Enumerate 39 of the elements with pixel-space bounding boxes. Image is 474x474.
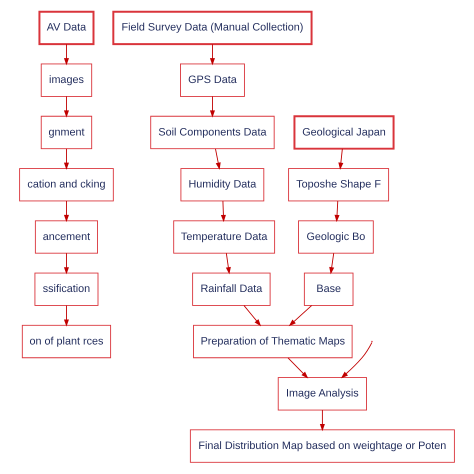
arrow — [244, 305, 262, 326]
arrow — [329, 252, 334, 274]
node-box: ssification — [34, 272, 98, 306]
node-box: GPS Data — [180, 64, 245, 97]
node-box: Geological Japan — [293, 115, 395, 150]
node-box: images — [40, 64, 92, 97]
arrow — [64, 305, 69, 327]
node-box: Soil Components Data — [150, 116, 275, 150]
arrow — [64, 148, 69, 170]
node-box: Temperature Data — [173, 220, 276, 254]
node-box: AV Data — [38, 10, 94, 46]
arrow — [334, 200, 340, 222]
arrow — [226, 252, 231, 274]
node-box: Final Distribution Map based on weightage or Poten — [190, 429, 455, 463]
node-box: Field Survey Data (Manual Collection) — [112, 10, 313, 46]
node-box: cation and cking — [19, 168, 114, 202]
node-box: Geologic Bo — [298, 220, 374, 254]
node-box: Image Analysis — [278, 377, 367, 410]
node-box: Toposhe Shape F — [288, 168, 390, 202]
arrow — [210, 96, 215, 118]
arrow — [210, 44, 215, 66]
arrow — [220, 200, 226, 222]
arrow — [320, 410, 325, 432]
arrow — [215, 148, 221, 170]
node-box: gnment — [40, 116, 92, 150]
arrow — [338, 148, 344, 170]
arrow — [64, 252, 69, 274]
arrow — [64, 44, 69, 66]
node-box: Rainfall Data — [192, 272, 271, 306]
arrow — [288, 305, 312, 326]
node-box: Preparation of Thematic Maps — [193, 324, 353, 358]
node-box: ancement — [34, 220, 98, 254]
arrow — [64, 96, 69, 118]
arrow — [64, 200, 69, 222]
arrow — [340, 342, 372, 378]
arrow — [288, 357, 308, 379]
node-box: Base — [304, 272, 354, 306]
node-box: Humidity Data — [180, 168, 264, 202]
node-box: on of plant rces — [22, 324, 112, 358]
